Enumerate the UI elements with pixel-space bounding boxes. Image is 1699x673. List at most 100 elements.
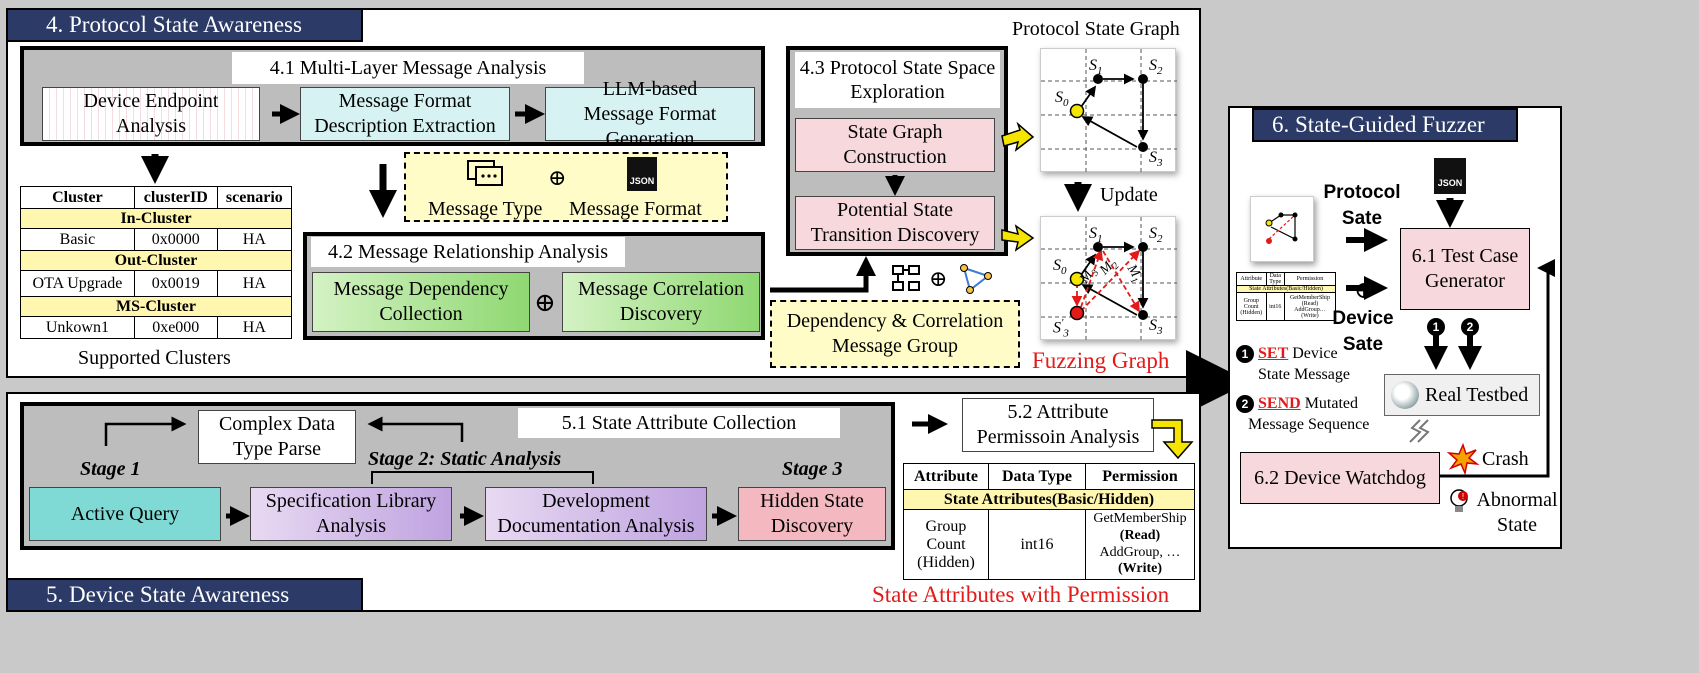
step1-line2: State Message: [1258, 365, 1350, 383]
fuzz-state-label-s2: S2: [1149, 225, 1163, 246]
s41-label: 4.1 Multi-Layer Message Analysis: [232, 52, 584, 84]
state-label-s2: S2: [1149, 57, 1163, 78]
table-cell: 0x0000: [133, 228, 218, 251]
transition-discovery-box: Potential State Transition Discovery: [795, 196, 995, 250]
step2-rest: Mutated: [1300, 395, 1359, 412]
graph-icon: [960, 264, 992, 294]
attr-table-caption: State Attributes with Permission: [872, 582, 1170, 607]
plus-sign: ⊕: [548, 165, 567, 190]
cluster-table-caption: Supported Clusters: [78, 347, 231, 369]
s43-label: 4.3 Protocol State Space Exploration: [795, 52, 1000, 108]
fuzzing-graph-title: Fuzzing Graph: [1032, 348, 1170, 373]
graph-construction-box: State Graph Construction: [795, 118, 995, 172]
fuzzing-state-graph: S0 S1 S2 S3 S'3 M3 M2 M1: [1040, 216, 1177, 341]
table-header: scenario: [216, 186, 293, 209]
bulb-icon: !: [1448, 488, 1470, 516]
message-type-format-box: [404, 152, 728, 222]
step2-arrow-badge: 2: [1461, 318, 1479, 336]
update-label: Update: [1100, 184, 1158, 206]
router-icon: [1391, 381, 1419, 409]
crash-label: Crash: [1482, 448, 1529, 470]
section-4-title: 4. Protocol State Awareness: [6, 8, 363, 42]
json-file-label-6: JSON: [1437, 178, 1463, 188]
state-label-s3: S3: [1149, 149, 1163, 170]
abnormal-state-label: Abnormal State: [1476, 489, 1558, 536]
s51-label: 5.1 State Attribute Collection: [518, 408, 840, 438]
s52-box: 5.2 Attribute Permissoin Analysis: [962, 398, 1154, 452]
table-row: Out-Cluster: [20, 250, 292, 271]
table-header: Data Type: [988, 463, 1086, 490]
state-label-s0: S0: [1055, 89, 1069, 110]
stage3-label: Stage 3: [782, 458, 843, 480]
table-cell: 0xe000: [133, 316, 218, 339]
state-label-s1: S1: [1089, 57, 1103, 78]
table-cell: int16: [988, 509, 1086, 580]
table-cell: GetMemberShip (Read) AddGroup… (Write): [1283, 292, 1337, 321]
section-5-title: 5. Device State Awareness: [6, 578, 363, 612]
fuzz-state-label-s1: S1: [1089, 225, 1103, 246]
device-sate-label: Device Sate: [1332, 308, 1394, 355]
stage1-label: Stage 1: [80, 458, 141, 480]
attribute-table: Attribute Data Type Permission State Att…: [903, 463, 1195, 580]
fuzz-state-label-s3-prime: S'3: [1053, 317, 1069, 340]
table-row: Cluster clusterID scenario: [20, 186, 293, 209]
plus-sign-43: ⊕: [929, 266, 948, 291]
step1-number: 1: [1236, 345, 1254, 364]
table-cell: HA: [216, 316, 293, 339]
protocol-state-graph: S0 S1 S2 S3: [1040, 48, 1177, 173]
watchdog-box: 6.2 Device Watchdog: [1240, 452, 1440, 504]
table-row: Basic 0x0000 HA: [20, 228, 293, 251]
endpoint-box: Device Endpoint Analysis: [42, 87, 260, 141]
table-group: Out-Cluster: [20, 250, 292, 271]
json-file-icon: JSON: [627, 157, 657, 191]
psg-title: Protocol State Graph: [1012, 18, 1180, 40]
complex-parse-box: Complex Data Type Parse: [198, 410, 356, 464]
step1-text: 1 SET Device State Message: [1236, 344, 1350, 386]
fuzz-state-label-s3: S3: [1149, 317, 1163, 338]
perm-read: GetMemberShip: [1093, 510, 1187, 526]
table-cell: Basic: [20, 228, 135, 251]
table-header: Attribute: [903, 463, 989, 490]
table-row: In-Cluster: [20, 208, 292, 229]
step2-text: 2 SEND Mutated Message Sequence: [1236, 394, 1369, 436]
dependency-group-box: Dependency & Correlation Message Group: [770, 300, 1020, 368]
step2-keyword: SEND: [1258, 395, 1301, 412]
cluster-table: Cluster clusterID scenario In-Cluster Ba…: [20, 186, 293, 339]
dependency-box: Message Dependency Collection: [312, 272, 530, 332]
fuzz-state-label-s0: S0: [1053, 257, 1067, 278]
table-row: Group Count (Hidden) int16 GetMemberShip…: [903, 509, 1195, 580]
spec-library-box: Specification Library Analysis: [250, 487, 452, 541]
perm-read-mode: (Read): [1119, 527, 1161, 543]
table-row: Attribute Data Type Permission: [903, 463, 1195, 490]
table-cell: int16: [1265, 292, 1285, 321]
table-cell: Unkown1: [20, 316, 135, 339]
dev-doc-box: Development Documentation Analysis: [485, 487, 707, 541]
step2-number: 2: [1236, 395, 1254, 414]
crash-icon: [1446, 442, 1480, 476]
table-row: MS-Cluster: [20, 296, 292, 317]
section-6-title: 6. State-Guided Fuzzer: [1252, 108, 1518, 142]
svg-text:!: !: [1462, 492, 1464, 501]
table-cell: Group Count (Hidden): [903, 509, 989, 580]
hidden-state-box: Hidden State Discovery: [738, 487, 886, 541]
mini-graph-doc: [1250, 196, 1314, 262]
plus-sign-42: ⊕: [534, 288, 556, 317]
stage2-label: Stage 2: Static Analysis: [368, 448, 562, 470]
message-format-label: Message Format: [569, 198, 702, 220]
step2-line2: Message Sequence: [1248, 415, 1370, 433]
yellow-arrow-bottom: [1001, 224, 1035, 252]
table-cell: GetMemberShip (Read) AddGroup, … (Write): [1085, 509, 1195, 580]
step1-keyword: SET: [1258, 345, 1289, 362]
step1-rest: Device: [1288, 345, 1338, 362]
perm-write-mode: (Write): [1117, 561, 1163, 577]
correlation-box: Message Correlation Discovery: [562, 272, 760, 332]
s42-label: 4.2 Message Relationship Analysis: [311, 237, 625, 267]
table-header: Permission: [1085, 463, 1195, 490]
chat-icon: [467, 160, 503, 186]
active-query-box: Active Query: [29, 487, 221, 541]
